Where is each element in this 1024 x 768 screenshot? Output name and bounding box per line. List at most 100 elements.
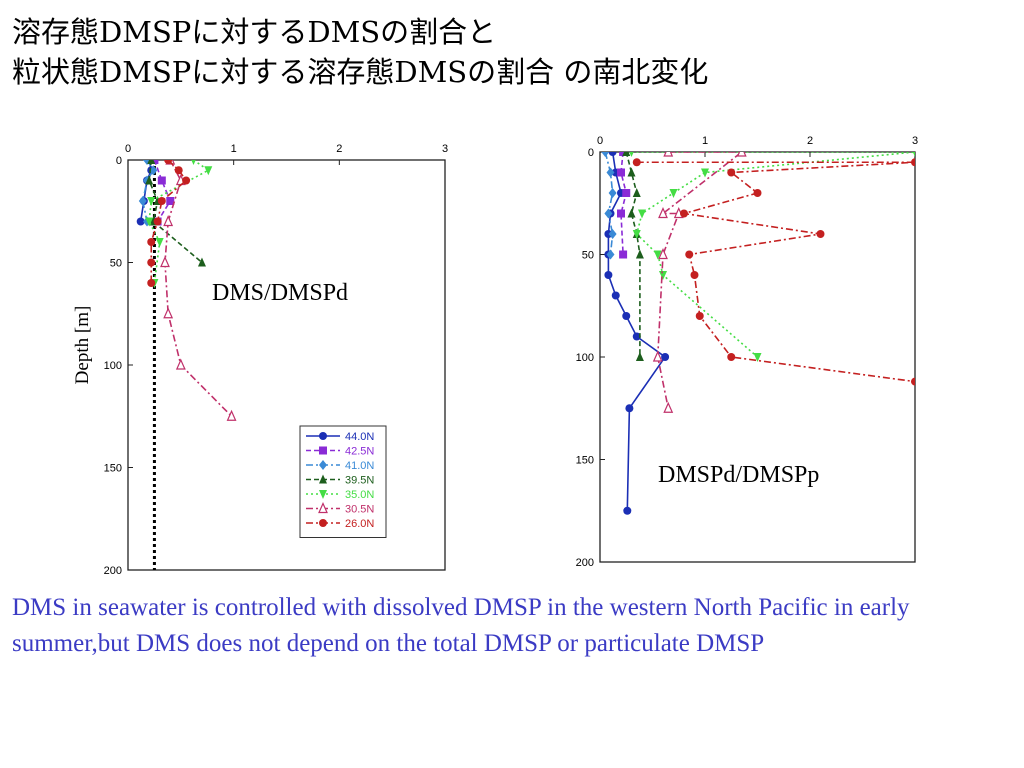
chart-0-point-1-2	[166, 197, 175, 205]
chart-1-point-3-6	[635, 352, 644, 361]
chart-1-point-5-5	[652, 350, 663, 362]
chart-0-point-6-7	[147, 279, 156, 287]
chart-1-point-2-0	[601, 152, 610, 157]
chart-0-point-6-3	[157, 197, 166, 205]
chart-1-point-6-8	[695, 312, 704, 320]
chart-1-point-6-0	[632, 158, 641, 167]
chart-0-ytick-label-0: 0	[116, 155, 122, 167]
chart-0-ytick-label-2: 100	[104, 360, 122, 372]
chart-0-point-5-4	[163, 307, 174, 319]
chart-0-series-line-1	[153, 160, 172, 222]
chart-1-ytick-label-4: 200	[576, 557, 594, 569]
chart-1-point-1-1	[617, 168, 625, 177]
chart-1-xtick-label-1: 1	[702, 135, 708, 147]
chart-1-point-6-9	[727, 353, 736, 361]
chart-1-point-4-6	[653, 250, 662, 260]
chart-1-point-0-7	[611, 291, 620, 300]
chart-0-title: DMS/DMSPd	[212, 280, 348, 306]
chart-1-title: DMSPd/DMSPp	[658, 462, 819, 488]
chart-0-legend-label-4: 35.0N	[345, 489, 374, 501]
chart-1-point-5-2	[658, 207, 668, 219]
chart-1-point-3-1	[627, 167, 636, 177]
chart-0-point-6-0	[164, 160, 173, 164]
chart-1-point-5-4	[658, 248, 668, 260]
chart-1-point-1-4	[619, 250, 628, 259]
chart-0-ylabel: Depth [m]	[72, 306, 93, 385]
chart-1-point-4-7	[659, 271, 667, 280]
chart-0-legend-marker-2	[319, 460, 327, 470]
chart-1-point-4-8	[753, 353, 762, 362]
chart-0-legend-marker-1	[319, 446, 327, 455]
chart-1-point-6-7	[690, 271, 699, 279]
chart-1-ytick-label-2: 100	[576, 352, 594, 364]
chart-1-xtick-label-2: 2	[807, 135, 813, 147]
chart-1-point-1-2	[622, 189, 631, 197]
chart-1-point-1-3	[617, 209, 625, 218]
chart-0-legend-marker-5	[318, 502, 328, 514]
chart-0-point-4-3	[145, 217, 154, 227]
chart-1-point-6-6	[685, 250, 694, 259]
chart-0-point-1-0	[150, 160, 159, 164]
chart-0-xtick-label-0: 0	[125, 143, 131, 155]
chart-0-point-0-4	[136, 217, 145, 226]
chart-0-point-5-3	[160, 256, 170, 268]
chart-0-point-2-3	[138, 196, 147, 206]
chart-0-point-4-4	[155, 238, 164, 247]
chart-0-point-5-2	[163, 215, 174, 227]
chart-1-point-3-5	[635, 249, 644, 259]
chart-1-point-2-2	[608, 188, 617, 198]
chart-1-point-2-4	[608, 229, 617, 239]
chart-0-ytick-label-1: 50	[110, 258, 122, 270]
chart-0-series-group	[136, 160, 237, 421]
chart-0-frame	[127, 159, 446, 571]
chart-0-point-6-6	[147, 258, 156, 267]
chart-0-legend-marker-0	[319, 432, 327, 440]
chart-1-ytick-label-1: 50	[582, 250, 594, 262]
chart-1-point-0-12	[623, 506, 632, 515]
chart-0-point-6-5	[147, 238, 156, 246]
chart-0-point-6-2	[182, 176, 191, 185]
chart-0-point-2-1	[149, 165, 158, 176]
chart-0-xtick-label-1: 1	[231, 143, 237, 155]
chart-1-ytick-label-3: 150	[576, 455, 594, 467]
chart-1-point-4-3	[669, 189, 678, 198]
chart-1-point-0-11	[625, 404, 634, 413]
chart-1-point-6-2	[727, 168, 736, 177]
title-line-1: 溶存態DMSPに対するDMSの割合と	[12, 15, 497, 49]
title-line-2: 粒状態DMSPに対する溶存態DMSの割合 の南北変化	[12, 55, 709, 89]
chart-0-legend-label-6: 26.0N	[345, 518, 374, 530]
chart-0-xtick-label-2: 2	[336, 143, 342, 155]
chart-0-legend-box	[299, 425, 387, 538]
chart-0-point-1-1	[157, 176, 166, 185]
chart-1-point-0-8	[622, 312, 631, 320]
chart-1-point-1-0	[619, 152, 628, 156]
chart-0-legend-label-3: 39.5N	[345, 475, 374, 487]
chart-1-point-0-0	[608, 152, 617, 156]
chart-1-point-3-2	[632, 188, 641, 197]
chart-0-legend-label-2: 41.0N	[345, 460, 374, 472]
chart-0-legend-label-1: 42.5N	[345, 446, 374, 458]
chart-1-point-3-0	[622, 152, 631, 156]
chart-0-point-3-0	[147, 160, 156, 164]
chart-1-point-2-3	[604, 208, 613, 219]
chart-0-point-5-5	[175, 358, 186, 370]
chart-0-point-5-6	[226, 409, 237, 421]
chart-0-point-3-4	[197, 257, 206, 267]
chart-1-xtick-label-0: 0	[597, 135, 603, 147]
chart-0-legend-label-5: 30.5N	[345, 504, 374, 516]
chart-1-point-6-10	[911, 377, 915, 386]
chart-1-point-0-9	[632, 332, 641, 341]
chart-1-point-5-1	[736, 152, 747, 157]
chart-1-point-6-1	[911, 158, 915, 167]
chart-0-legend-label-0: 44.0N	[345, 431, 374, 443]
slide-title: 溶存態DMSPに対するDMSの割合と 粒状態DMSPに対する溶存態DMSの割合 …	[12, 12, 1012, 92]
chart-1-point-4-4	[638, 209, 646, 219]
chart-1-point-0-6	[604, 271, 613, 279]
chart-1-point-4-5	[632, 230, 641, 239]
chart-0-point-6-4	[153, 217, 162, 226]
chart-0-xtick-label-3: 3	[442, 143, 448, 155]
chart-0-legend-marker-6	[319, 519, 327, 527]
